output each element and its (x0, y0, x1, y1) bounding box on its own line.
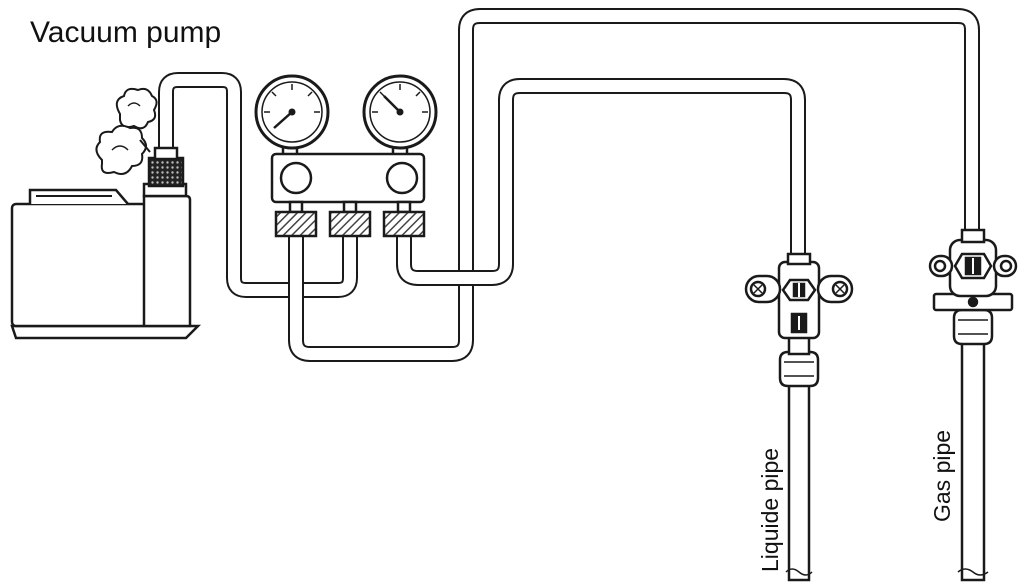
gas-pipe (960, 334, 986, 582)
liquid-pipe (787, 378, 811, 582)
center-port (328, 210, 372, 238)
manifold-gauge-set (270, 138, 426, 238)
pump-connector (147, 156, 185, 188)
pump-hose (158, 72, 358, 298)
vacuum-pump-label: Vacuum pump (30, 16, 221, 49)
high-side-port (382, 210, 426, 238)
liquid-hose (396, 78, 806, 286)
vacuum-pump (10, 146, 202, 340)
pump-tank (10, 202, 148, 328)
left-valve-knob (279, 161, 313, 195)
liquide-pipe-label: Liquide pipe (757, 448, 783, 572)
pump-motor (142, 194, 192, 328)
hoses (158, 8, 980, 362)
pump-nut (153, 146, 179, 161)
high-pressure-gauge-icon (362, 74, 438, 150)
gas-hose (288, 8, 980, 362)
right-valve-knob (385, 161, 419, 195)
pump-base (10, 324, 202, 340)
gas-service-valve (928, 228, 1018, 582)
gas-pipe-label: Gas pipe (929, 430, 955, 522)
exhaust-smoke-icon (95, 87, 158, 175)
low-pressure-gauge-icon (254, 74, 330, 150)
low-side-port (274, 210, 318, 238)
liquid-service-valve (744, 252, 854, 582)
